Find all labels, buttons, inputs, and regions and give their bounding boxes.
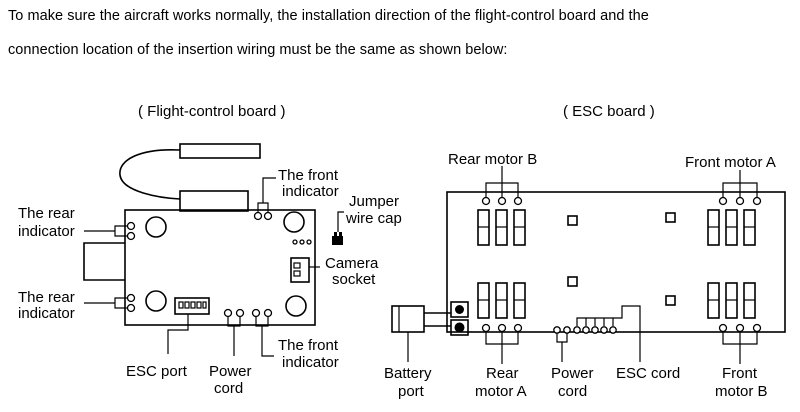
label-rear-indicator-top-2: indicator (18, 223, 75, 240)
label-rear-indicator-bottom-1: The rear (18, 289, 75, 306)
label-esc-power-cord-1: Power (551, 365, 594, 382)
intro-line-1: To make sure the aircraft works normally… (8, 8, 649, 24)
esc-board-title: ( ESC board ) (563, 103, 655, 120)
mount-hole (285, 295, 307, 317)
rear-motor-a-group (477, 282, 526, 333)
flight-control-title: ( Flight-control board ) (138, 103, 286, 120)
camera-socket (290, 257, 310, 283)
esc-board (446, 191, 786, 333)
label-front-motor-b-1: Front (722, 365, 758, 382)
label-camera-1: Camera (325, 255, 379, 272)
mount-hole (145, 216, 167, 238)
esc-leader-lines (407, 166, 758, 364)
front-motor-a-group (707, 196, 762, 246)
front-motor-b-group (707, 282, 762, 333)
label-rear-indicator-bottom-2: indicator (18, 305, 75, 322)
esc-cord-pins (573, 326, 617, 334)
mount-hole (145, 290, 167, 312)
label-jumper-1: Jumper (349, 193, 399, 210)
pad (567, 215, 578, 226)
label-front-motor-b-2: motor B (715, 383, 768, 400)
jumper-pins (292, 239, 312, 245)
label-battery-2: port (398, 383, 425, 400)
pad (567, 276, 578, 287)
label-front-indicator-bottom-1: The front (278, 337, 339, 354)
antenna (119, 143, 261, 212)
label-front-indicator-top-2: indicator (282, 183, 339, 200)
pad (665, 295, 676, 306)
esc-diagram: ( ESC board ) (384, 103, 786, 400)
label-rear-motor-b: Rear motor B (448, 151, 537, 168)
front-indicator-pins-top (253, 211, 273, 221)
rear-motor-b-group (477, 196, 526, 246)
flight-leader-lines (84, 177, 344, 357)
front-indicator-pins-bottom (251, 308, 273, 318)
flight-control-diagram: ( Flight-control board ) (18, 103, 402, 397)
left-bracket (83, 242, 125, 281)
label-power-cord-1: Power (209, 363, 252, 380)
jumper-cap (332, 236, 343, 245)
label-front-indicator-bottom-2: indicator (282, 354, 339, 371)
esc-port (174, 297, 210, 315)
label-esc-power-cord-2: cord (558, 383, 587, 400)
label-camera-2: socket (332, 271, 376, 288)
label-power-cord-2: cord (214, 380, 243, 397)
rear-indicator-pins-top (126, 221, 136, 241)
label-jumper-2: wire cap (345, 210, 402, 227)
label-rear-indicator-top-1: The rear (18, 205, 75, 222)
rear-indicator-pins-bottom (126, 293, 136, 313)
label-esc-port: ESC port (126, 363, 188, 380)
label-rear-motor-a-1: Rear (486, 365, 519, 382)
pad (665, 212, 676, 223)
label-front-motor-a: Front motor A (685, 154, 776, 171)
label-rear-motor-a-2: motor A (475, 383, 527, 400)
label-front-indicator-top-1: The front (278, 167, 339, 184)
label-battery-1: Battery (384, 365, 432, 382)
power-cord-pins (223, 308, 245, 318)
label-esc-cord: ESC cord (616, 365, 680, 382)
battery-port (391, 301, 469, 336)
mount-hole (283, 211, 305, 233)
intro-line-2: connection location of the insertion wir… (8, 42, 508, 58)
